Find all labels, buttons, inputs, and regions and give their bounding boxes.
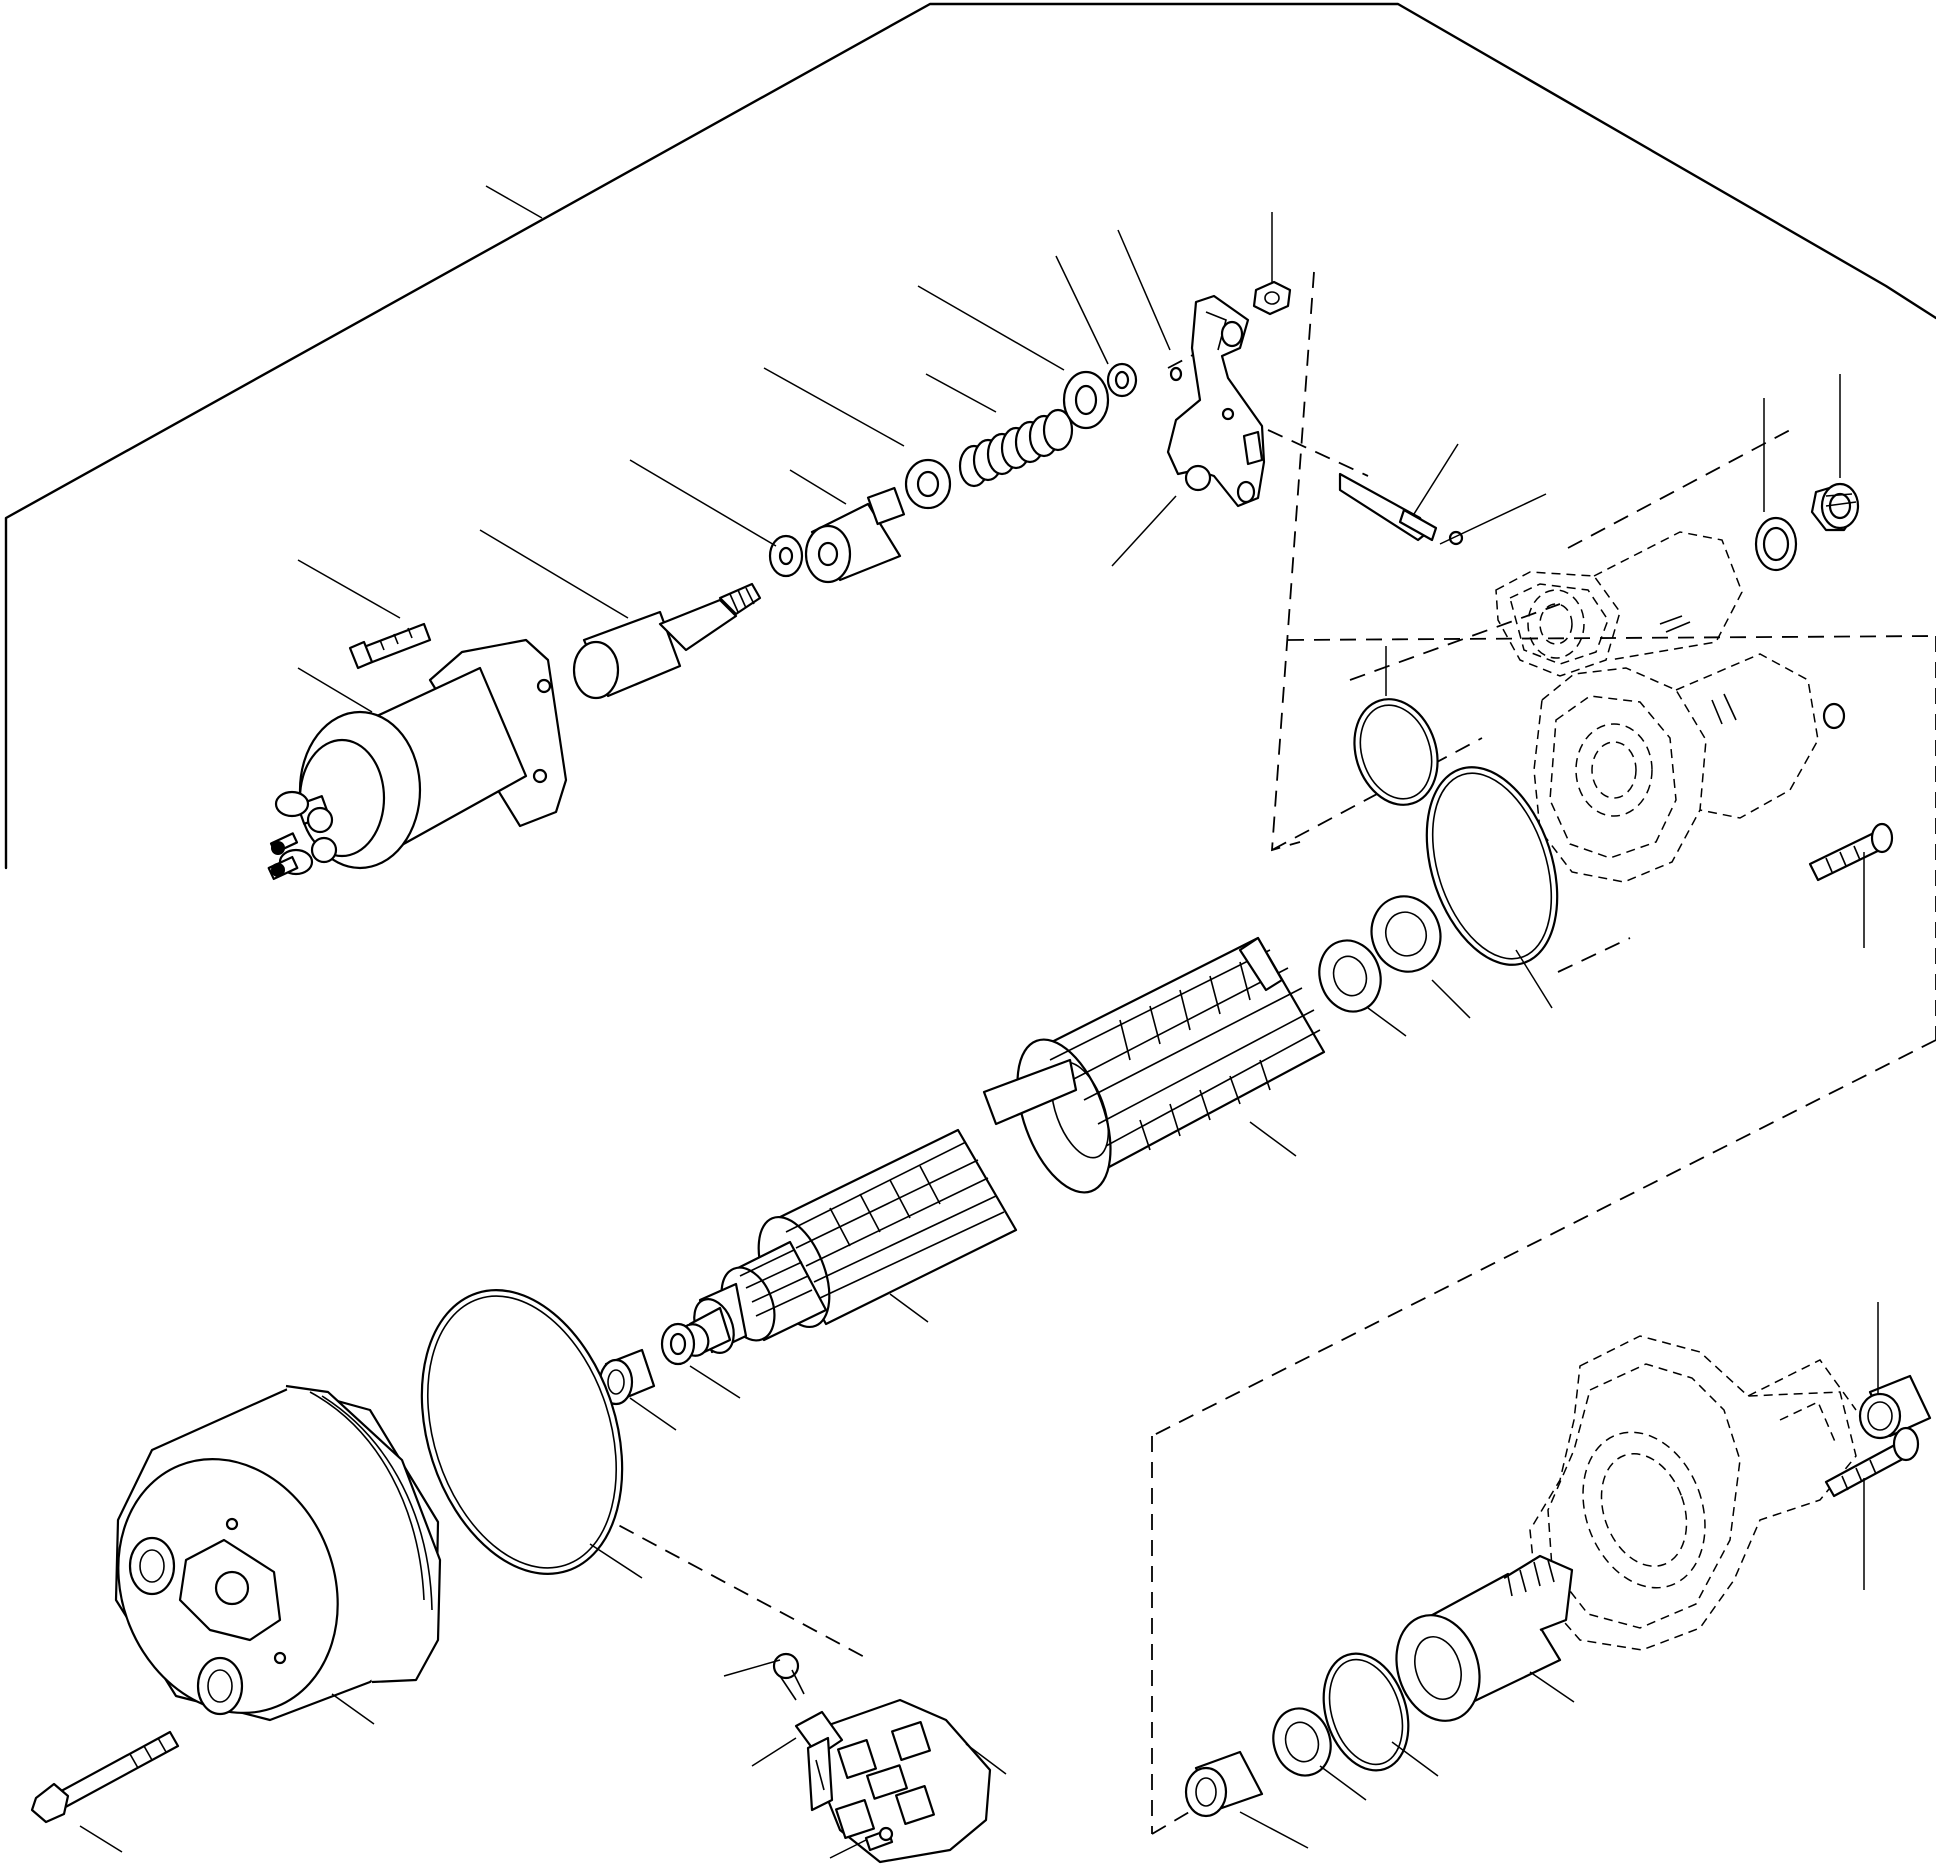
bush-lower-right [1824,1374,1932,1498]
through-bolt [30,1730,180,1824]
bush-top [1754,482,1860,572]
brush-set [772,1652,894,1852]
spring [958,408,1074,488]
armature [678,1058,1078,1357]
solenoid [267,638,568,881]
group-outline [4,2,1936,870]
commutator-bushes [598,1322,696,1406]
drive-housing-upper [1495,531,1846,883]
shift-lever [1166,280,1292,508]
washer-plunger [768,534,804,578]
bush-lever [1062,362,1183,430]
leader-lines [79,212,1879,1859]
solenoid-screw [348,622,432,670]
spring-seat [904,458,952,510]
brush-holder [822,1698,992,1864]
pinion-rings [1184,1652,1410,1818]
plunger [572,582,762,700]
yoke [114,1384,442,1722]
drive-housing-lower [1529,1335,1857,1651]
pivot-pin [1338,472,1464,546]
sleeve [804,486,906,584]
pinion-clutch [1395,1554,1574,1722]
o-ring-left [420,1289,624,1575]
o-rings-right [1318,698,1559,1013]
housing-screw-right [1808,822,1894,882]
